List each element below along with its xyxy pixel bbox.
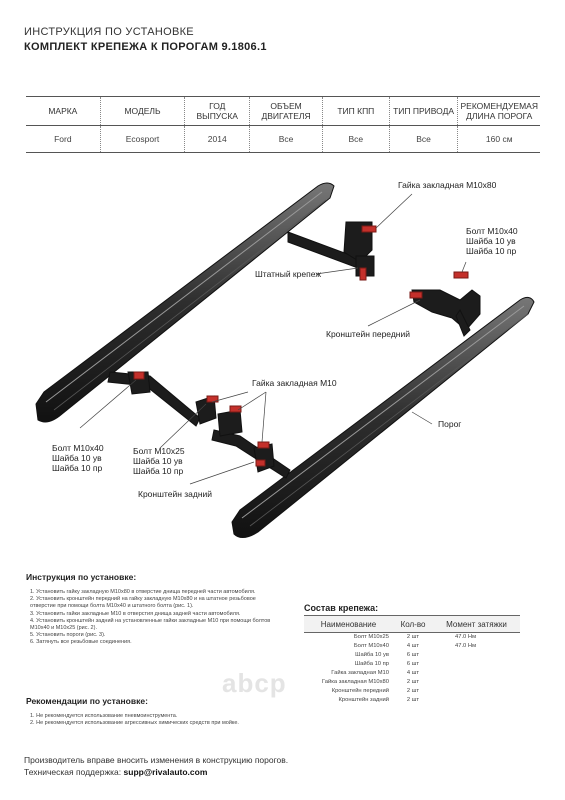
part-name: Кронштейн передний [331,688,389,694]
parts-heading: Состав крепежа: [304,603,379,613]
part-torque: 47.0 Нм [455,643,477,649]
part-torque [433,669,520,678]
cell-engine: Все [249,125,323,153]
label-bolt-m10x40-left: Болт М10х40 Шайба 10 ув Шайба 10 пр [52,443,104,473]
spec-header-row: МАРКА МОДЕЛЬ ГОД ВЫПУСКА ОБЪЕМ ДВИГАТЕЛЯ… [26,96,540,126]
table-row: Болт М10х40 4 шт 47.0 Нм [304,642,520,651]
part-qty: 2 шт [406,679,420,685]
part-qty: 2 шт [406,634,420,640]
recommendation-item: 2. Не рекомендуется использование агресс… [30,720,239,727]
label-stock-mount: Штатный крепеж [255,269,322,279]
instruction-step: 6. Затянуть все резьбовые соединения. [30,639,132,646]
label-bolt-m10x25: Болт М10х25 Шайба 10 ув Шайба 10 пр [133,446,185,476]
instructions-list: 1. Установить гайку закладную М10х80 в о… [30,589,280,647]
rear-bracket-left [107,371,219,427]
leader-lines [79,193,467,485]
recommendation-item: 1. Не рекомендуется использование пневмо… [30,713,178,719]
right-sill [231,296,535,538]
rear-bracket-right [211,405,291,479]
col-drive: ТИП ПРИВОДА [389,96,459,126]
col-model: МОДЕЛЬ [100,96,186,126]
table-row: Гайка закладная М10 4 шт [304,669,520,678]
instruction-step: 4. Установить кронштейн задний на устано… [30,617,271,632]
parts-header-row: Наименование Кол-во Момент затяжки [304,615,520,633]
col-part-qty: Кол-во [393,615,433,633]
vehicle-spec-table: МАРКА МОДЕЛЬ ГОД ВЫПУСКА ОБЪЕМ ДВИГАТЕЛЯ… [26,96,540,153]
support-label: Техническая поддержка: [24,767,122,777]
part-qty: 4 шт [406,643,420,649]
cell-drive: Все [389,125,459,153]
col-engine: ОБЪЕМ ДВИГАТЕЛЯ [249,96,323,126]
support-email[interactable]: supp@rivalauto.com [123,767,208,777]
part-qty: 4 шт [406,670,420,676]
label-sill: Порог [438,419,462,429]
footer-support: Техническая поддержка: supp@rivalauto.co… [24,767,207,777]
cell-gearbox: Все [322,125,390,153]
part-torque [433,678,520,687]
part-torque: 47.0 Нм [455,634,477,640]
cell-model: Ecosport [100,125,186,153]
part-torque [433,660,520,669]
part-qty: 2 шт [406,697,420,703]
label-front-bracket: Кронштейн передний [326,329,410,339]
parts-table: Наименование Кол-во Момент затяжки Болт … [304,615,520,705]
col-part-name: Наименование [304,615,393,633]
part-torque [433,687,520,696]
part-torque [433,651,520,660]
part-qty: 6 шт [406,661,420,667]
table-row: Шайба 10 пр 6 шт [304,660,520,669]
recommendations-heading: Рекомендации по установке: [26,696,148,706]
front-bracket-right [409,271,481,337]
col-year: ГОД ВЫПУСКА [184,96,251,126]
label-rear-bracket: Кронштейн задний [138,489,213,499]
part-name: Шайба 10 пр [354,661,389,667]
doc-subtitle: КОМПЛЕКТ КРЕПЕЖА К ПОРОГАМ 9.1806.1 [24,41,267,53]
table-row: Гайка закладная М10х80 2 шт [304,678,520,687]
label-nut-m10x80: Гайка закладная М10х80 [398,180,497,190]
cell-year: 2014 [184,125,251,153]
part-qty: 6 шт [406,652,420,658]
part-torque [433,696,520,705]
part-name: Гайка закладная М10 [331,670,389,676]
abcp-watermark: abcp [222,668,287,698]
part-qty: 2 шт [406,688,420,694]
recommendations-list: 1. Не рекомендуется использование пневмо… [30,713,260,727]
col-part-torque: Момент затяжки [433,615,520,633]
table-row: Кронштейн передний 2 шт [304,687,520,696]
instruction-step: 5. Установить пороги (рис. 3). [30,632,106,639]
instruction-step: 2. Установить кронштейн передний на гайк… [30,596,256,610]
part-name: Гайка закладная М10х80 [321,679,389,685]
cell-brand: Ford [26,125,101,153]
table-row: Кронштейн задний 2 шт [304,696,520,705]
label-nut-m10: Гайка закладная М10 [252,378,337,388]
spec-data-row: Ford Ecosport 2014 Все Все Все 160 см [26,125,540,153]
assembly-diagram [35,182,535,538]
footer-disclaimer: Производитель вправе вносить изменения в… [24,755,289,765]
part-name: Шайба 10 ув [355,652,389,658]
instruction-step: 3. Установить гайки закладные М10 в отве… [30,610,241,617]
instructions-heading: Инструкция по установке: [26,572,137,582]
col-gearbox: ТИП КПП [322,96,390,126]
left-sill [35,182,335,423]
col-length: РЕКОМЕНДУЕМАЯ ДЛИНА ПОРОГА [457,96,540,126]
instruction-step: 1. Установить гайку закладную М10х80 в о… [30,589,256,595]
cell-length: 160 см [457,125,540,153]
part-name: Кронштейн задний [338,697,389,703]
col-brand: МАРКА [26,96,101,126]
table-row: Болт М10х25 2 шт 47.0 Нм [304,633,520,643]
part-name: Болт М10х25 [353,634,389,640]
doc-title: ИНСТРУКЦИЯ ПО УСТАНОВКЕ [24,26,194,38]
part-name: Болт М10х40 [353,643,389,649]
table-row: Шайба 10 ув 6 шт [304,651,520,660]
label-bolt-m10x40-right: Болт М10х40 Шайба 10 ув Шайба 10 пр [466,226,518,256]
